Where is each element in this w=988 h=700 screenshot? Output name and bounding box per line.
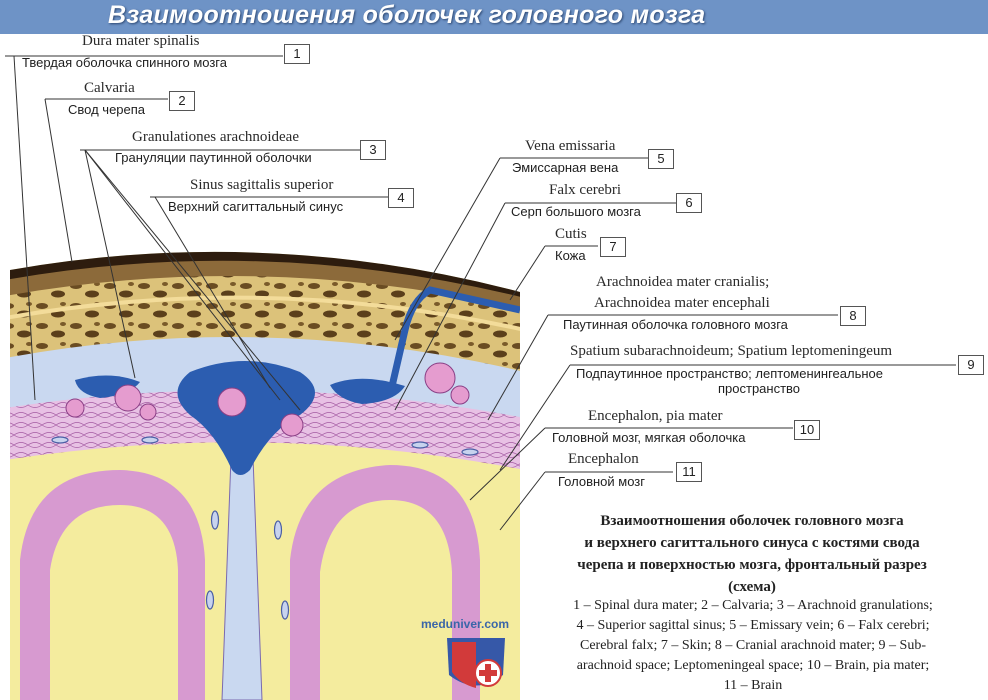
skin-layer <box>10 251 520 300</box>
label-9-latin: Spatium subarachnoideum; Spatium leptome… <box>570 343 893 359</box>
label-4-russian: Верхний сагиттальный синус <box>168 199 344 214</box>
superior-sagittal-sinus <box>177 361 315 475</box>
label-10-number: 10 <box>794 420 820 440</box>
label-10-russian: Головной мозг, мягкая оболочка <box>552 430 746 445</box>
legend-line-3: Cerebral falx; 7 – Skin; 8 – Cranial ara… <box>579 638 927 653</box>
label-8-latin-2: Arachnoidea mater encephali <box>594 295 770 311</box>
leader-lines <box>5 55 956 531</box>
label-6-latin: Falx cerebri <box>549 182 622 198</box>
label-8-number: 8 <box>840 306 866 326</box>
label-4-latin: Sinus sagittalis superior <box>190 177 334 193</box>
label-2-russian: Свод черепа <box>68 102 146 117</box>
label-5-russian: Эмиссарная вена <box>512 160 619 175</box>
label-9-number: 9 <box>958 355 984 375</box>
caption-line-1: Взаимоотношения оболочек головного мозга <box>600 513 904 529</box>
legend-line-5: 11 – Brain <box>723 678 783 693</box>
page-title: Взаимоотношения оболочек головного мозга <box>108 1 706 29</box>
watermark-text: meduniver.com <box>421 617 510 631</box>
label-11-number: 11 <box>676 462 702 482</box>
site-logo-icon <box>447 638 505 688</box>
label-3-latin: Granulationes arachnoideae <box>132 129 299 145</box>
figure-legend: 1 – Spinal dura mater; 2 – Calvaria; 3 –… <box>520 596 986 696</box>
caption-line-4: (схема) <box>728 579 776 595</box>
legend-line-1: 1 – Spinal dura mater; 2 – Calvaria; 3 –… <box>573 598 933 613</box>
label-11-latin: Encephalon <box>568 451 639 467</box>
label-5-number: 5 <box>648 149 674 169</box>
label-6-russian: Серп большого мозга <box>511 204 641 219</box>
label-1-number: 1 <box>284 44 310 64</box>
legend-line-2: 4 – Superior sagittal sinus; 5 – Emissar… <box>576 618 930 633</box>
label-7-number: 7 <box>600 237 626 257</box>
skin-inner-layer <box>10 260 520 312</box>
arachnoid-granulations <box>65 362 470 437</box>
figure-caption: Взаимоотношения оболочек головного мозга… <box>520 510 984 598</box>
caption-line-2: и верхнего сагиттального синуса с костям… <box>584 535 920 551</box>
label-11-russian: Головной мозг <box>558 474 645 489</box>
legend-line-4: arachnoid space; Leptomeningeal space; 1… <box>576 658 930 673</box>
label-2-number: 2 <box>169 91 195 111</box>
label-5-latin: Vena emissaria <box>525 138 616 154</box>
label-4-number: 4 <box>388 188 414 208</box>
label-1-latin: Dura mater spinalis <box>82 33 200 49</box>
label-1-russian: Твердая оболочка спинного мозга <box>22 55 227 70</box>
label-7-russian: Кожа <box>555 248 586 263</box>
label-10-latin: Encephalon, pia mater <box>588 408 723 424</box>
label-3-russian: Грануляции паутинной оболочки <box>115 150 312 165</box>
title-banner: Взаимоотношения оболочек головного мозга <box>0 0 988 34</box>
label-9-russian-2: пространство <box>718 381 801 396</box>
caption-line-3: черепа и поверхностью мозга, фронтальный… <box>577 557 927 573</box>
label-9-russian: Подпаутинное пространство; лептоменингеа… <box>576 366 883 381</box>
label-8-latin: Arachnoidea mater cranialis; <box>596 274 770 290</box>
label-6-number: 6 <box>676 193 702 213</box>
label-8-russian: Паутинная оболочка головного мозга <box>563 317 788 332</box>
label-2-latin: Calvaria <box>84 80 135 96</box>
label-3-number: 3 <box>360 140 386 160</box>
label-7-latin: Cutis <box>555 226 587 242</box>
